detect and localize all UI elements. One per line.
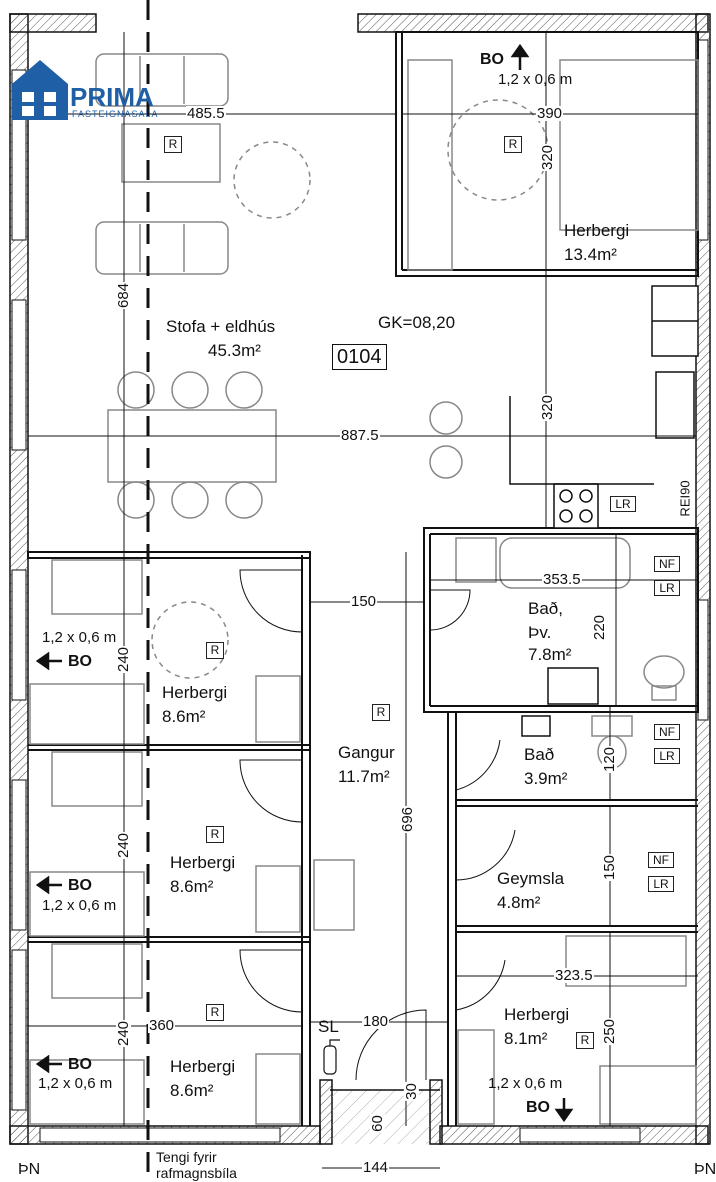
window-size-room3: 1,2 x 0,6 m: [38, 1075, 113, 1092]
bo-label-room2: BO: [68, 877, 92, 894]
dim-485: 485.5: [186, 105, 226, 122]
ev-charging-label-2: rafmagnsbíla: [156, 1165, 237, 1181]
room-geymsla-name: Geymsla: [497, 869, 565, 888]
room-gangur-name: Gangur: [338, 743, 395, 762]
bo-label-room4: BO: [526, 1099, 550, 1116]
room-herbergi-top-name: Herbergi: [564, 221, 630, 240]
gk-value: GK=08,20: [378, 313, 456, 332]
dim-150a: 150: [350, 593, 378, 610]
dim-3235: 323.5: [554, 967, 594, 984]
room-stofa-name: Stofa + eldhús: [166, 317, 276, 336]
room-herbergi-2-area: 8.6m²: [170, 877, 214, 896]
dim-696: 696: [399, 805, 417, 834]
sl-label: SL: [318, 1017, 339, 1036]
window-size-room1: 1,2 x 0,6 m: [42, 629, 117, 646]
r-marker-herbergi-4: R: [576, 1032, 594, 1049]
lr-marker-bath1: LR: [654, 580, 680, 596]
nf-marker-bath2: NF: [654, 724, 680, 740]
room-herbergi-top-area: 13.4m²: [564, 245, 617, 264]
room-bad-name: Bað: [524, 745, 555, 764]
dim-684: 684: [115, 281, 133, 310]
logo-subtitle: FASTEIGNASALA: [72, 109, 159, 119]
bo-label-top: BO: [480, 51, 504, 68]
lr-marker-geymsla: LR: [648, 876, 674, 892]
lr-marker-kitchen: LR: [610, 496, 636, 512]
nf-marker-geymsla: NF: [648, 852, 674, 868]
room-bad-thv-name2: Þv.: [528, 623, 552, 642]
dim-250: 250: [601, 1017, 619, 1046]
window-size-top: 1,2 x 0,6 m: [498, 71, 573, 88]
lr-marker-bath2: LR: [654, 748, 680, 764]
furniture: [29, 53, 699, 1125]
dim-390: 390: [536, 105, 564, 122]
r-marker-herbergi-1: R: [206, 642, 224, 659]
bo-label-room3: BO: [68, 1056, 92, 1073]
logo-text: PRIMA: [70, 82, 154, 112]
room-herbergi-1-name: Herbergi: [162, 683, 228, 702]
dim-240c: 240: [115, 1019, 133, 1048]
nf-marker-bath1: NF: [654, 556, 680, 572]
dim-220: 220: [591, 613, 609, 642]
dim-rei90: REI90: [677, 479, 693, 518]
dim-320b: 320: [539, 393, 557, 422]
room-herbergi-3-name: Herbergi: [170, 1057, 236, 1076]
dim-60: 60: [368, 1114, 386, 1133]
room-herbergi-3-area: 8.6m²: [170, 1081, 214, 1100]
outer-walls: [9, 13, 711, 1145]
dim-30: 30: [402, 1082, 420, 1101]
dim-360: 360: [148, 1017, 176, 1034]
room-bad-area: 3.9m²: [524, 769, 568, 788]
room-herbergi-4-area: 8.1m²: [504, 1029, 548, 1048]
room-herbergi-4-name: Herbergi: [504, 1005, 570, 1024]
room-herbergi-2-name: Herbergi: [170, 853, 236, 872]
interior-walls: [27, 31, 699, 1126]
dim-240b: 240: [115, 831, 133, 860]
windows: [11, 39, 709, 1143]
dim-3535: 353.5: [542, 571, 582, 588]
r-marker-herbergi-3: R: [206, 1004, 224, 1021]
dim-144: 144: [362, 1159, 390, 1176]
window-size-room2: 1,2 x 0,6 m: [42, 897, 117, 914]
dim-180: 180: [362, 1013, 390, 1030]
room-bad-thv-name1: Bað,: [528, 599, 563, 618]
bo-arrows: [35, 43, 574, 1123]
unit-id: 0104: [332, 344, 387, 370]
dim-887: 887.5: [340, 427, 380, 444]
fire-extinguisher-icon: [323, 1039, 340, 1075]
dim-320a: 320: [539, 143, 557, 172]
r-marker-living: R: [164, 136, 182, 153]
r-marker-gangur: R: [372, 704, 390, 721]
ev-charging-label-1: Tengi fyrir: [156, 1149, 217, 1165]
dim-150b: 150: [601, 853, 619, 882]
dim-240a: 240: [115, 645, 133, 674]
pn-label-right: ÞN: [694, 1161, 716, 1178]
bo-label-room1: BO: [68, 653, 92, 670]
kitchen-fixtures: [509, 285, 699, 737]
door-swings: [239, 569, 516, 1081]
pn-label-left: ÞN: [18, 1161, 41, 1178]
dim-120: 120: [601, 745, 619, 774]
room-bad-thv-area: 7.8m²: [528, 645, 572, 664]
room-gangur-area: 11.7m²: [338, 767, 390, 786]
r-marker-herbergi-top: R: [504, 136, 522, 153]
room-herbergi-1-area: 8.6m²: [162, 707, 206, 726]
room-stofa-area: 45.3m²: [208, 341, 261, 360]
room-geymsla-area: 4.8m²: [497, 893, 541, 912]
r-marker-herbergi-2: R: [206, 826, 224, 843]
window-size-room4: 1,2 x 0,6 m: [488, 1075, 563, 1092]
logo-mark: [12, 60, 68, 120]
